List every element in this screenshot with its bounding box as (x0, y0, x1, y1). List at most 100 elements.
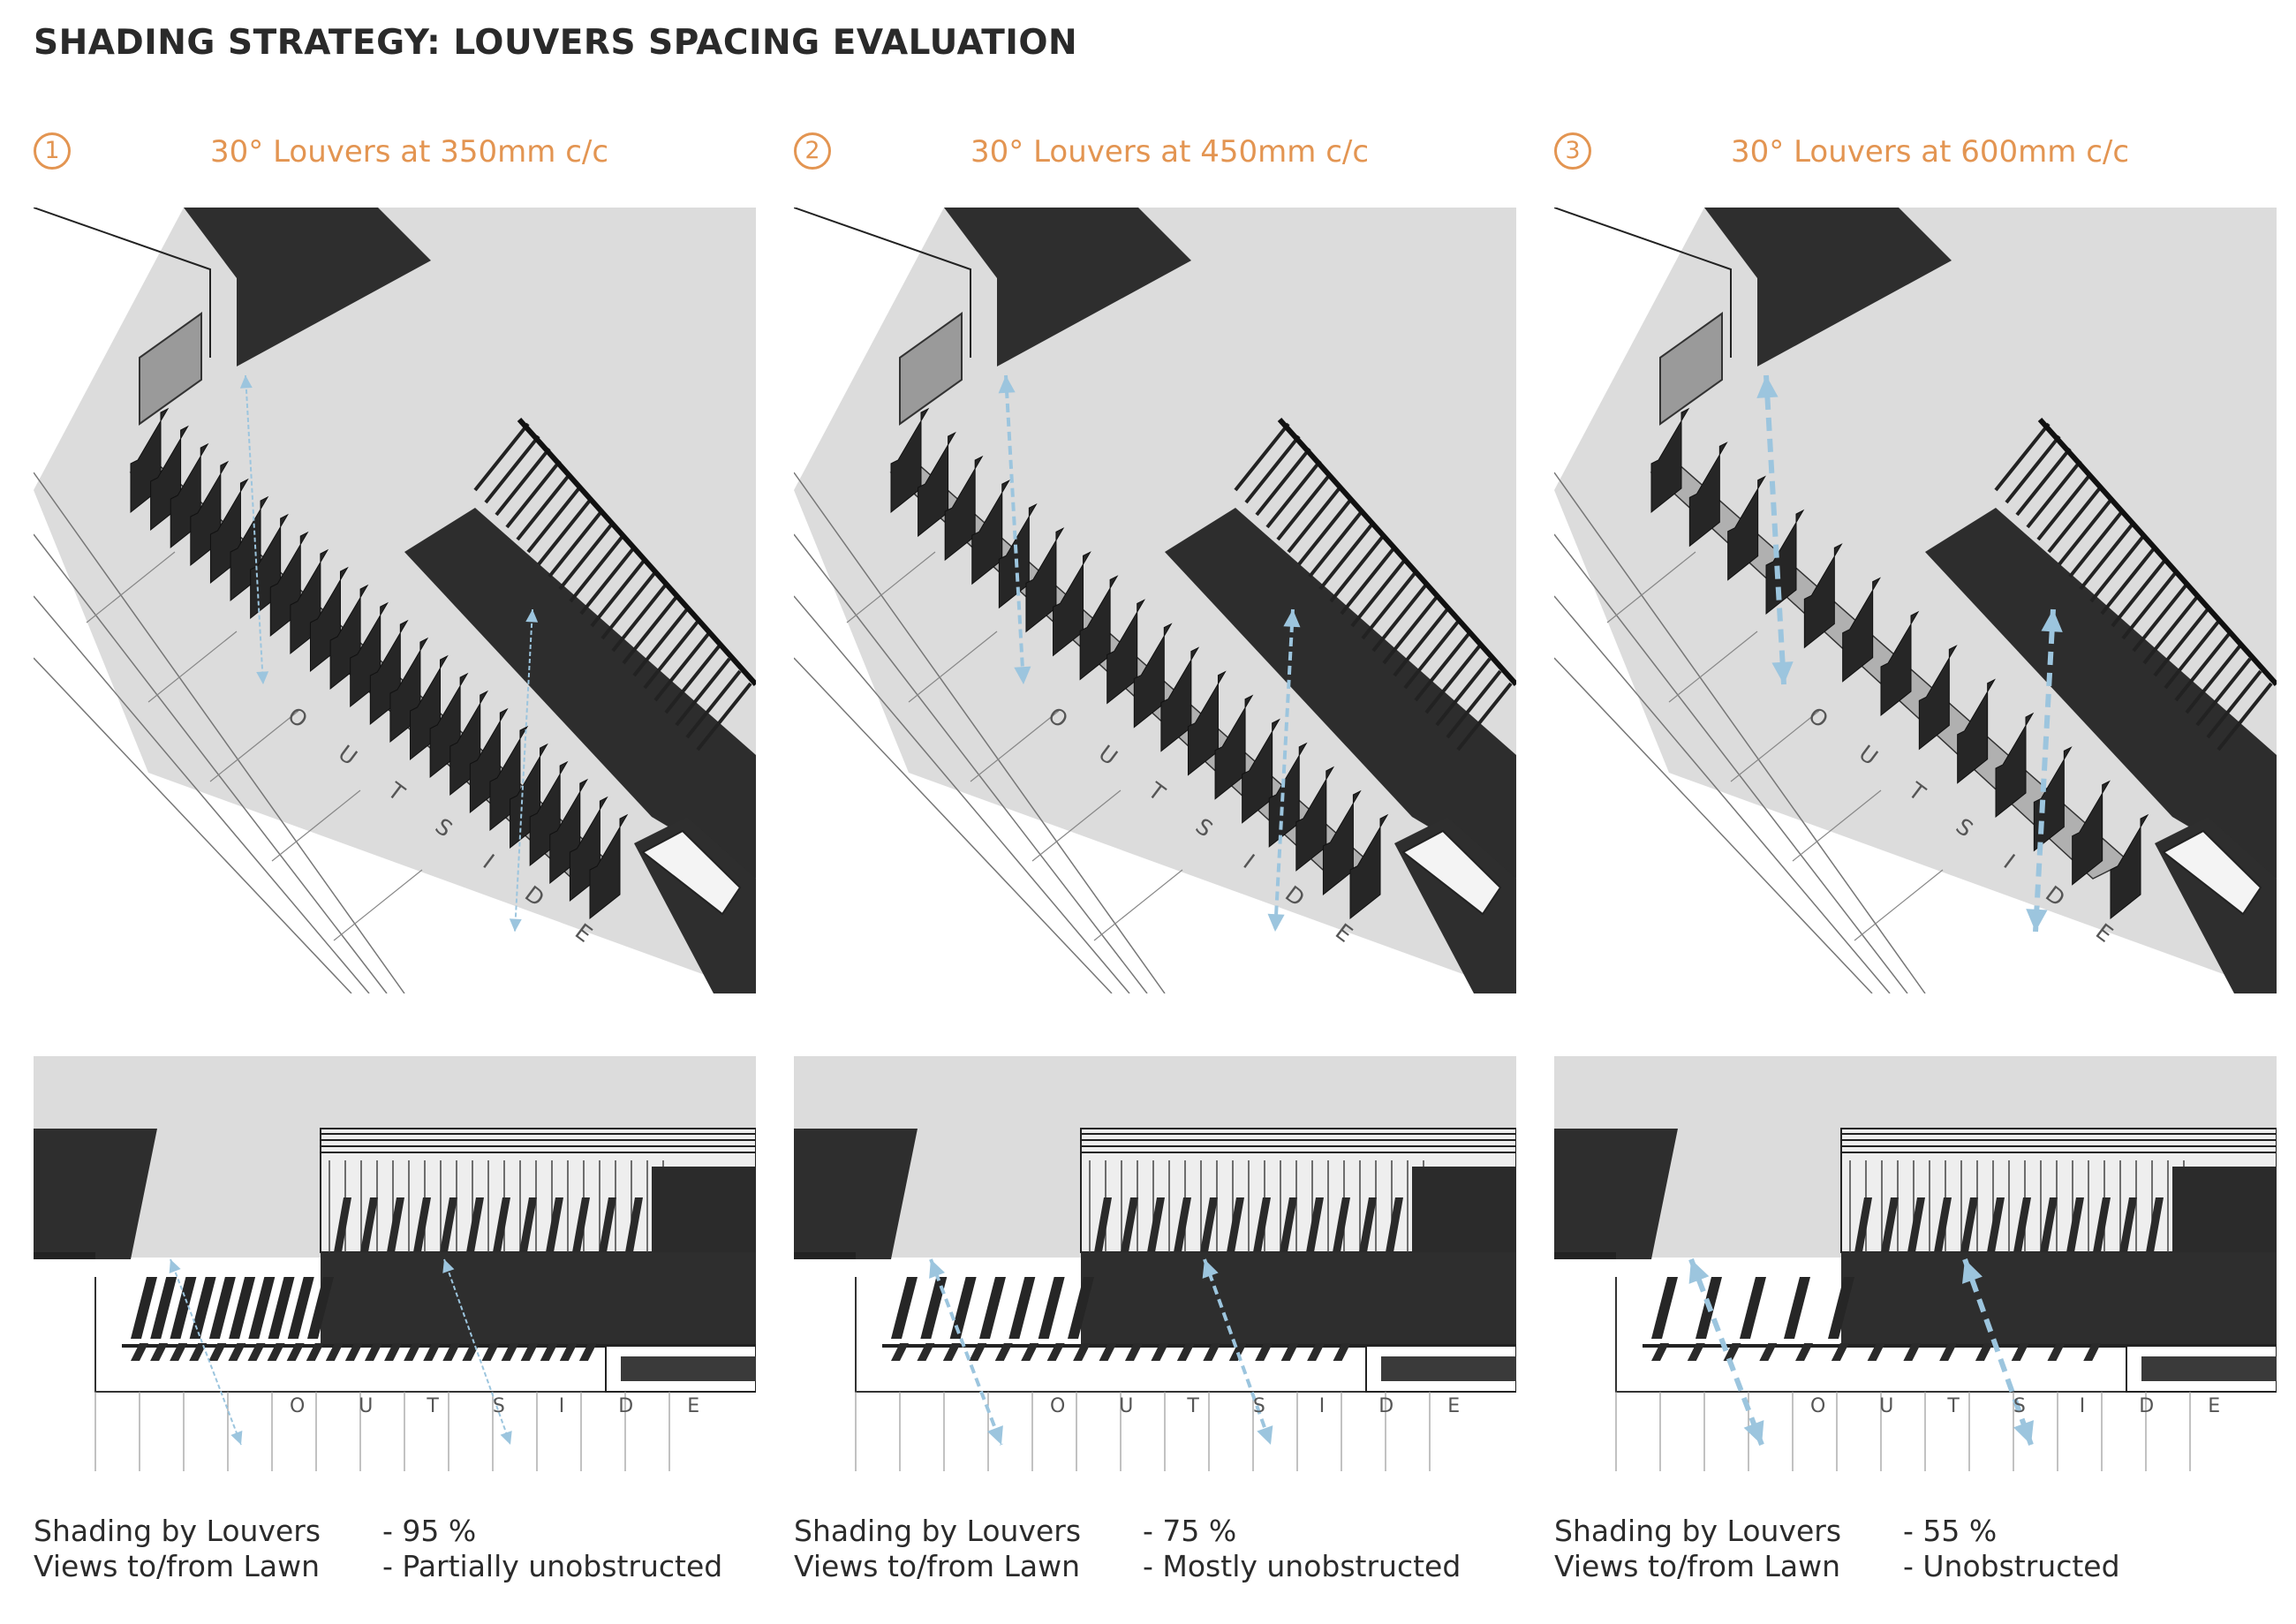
louver-blade (918, 431, 956, 538)
roof-edge (517, 418, 756, 686)
central-shadow-block (1925, 508, 2277, 879)
elevation-view: O U T S I D E (794, 1056, 1516, 1471)
louver-blade (1174, 1197, 1191, 1252)
shading-label: Shading by Louvers (1554, 1514, 1842, 1548)
louver-shadow (1151, 1343, 1169, 1361)
louver-blade (248, 1277, 276, 1339)
roof-slat (1340, 546, 1396, 616)
roof-slat (2142, 595, 2199, 665)
louver-shadow (267, 1343, 285, 1361)
left-wall-block (34, 1129, 157, 1259)
roof-slat (2153, 608, 2209, 677)
louver-blade (1881, 1197, 1899, 1252)
louver-blade (131, 1277, 157, 1339)
interior-floor (794, 208, 1516, 993)
paving-line (1730, 710, 1820, 782)
louver-blade (890, 407, 930, 514)
louver-blade (360, 1197, 378, 1252)
roof-slat (1382, 595, 1439, 665)
roof-slat (2185, 645, 2241, 714)
louver-shadow (1176, 1343, 1195, 1361)
louver-shadow (208, 1343, 227, 1361)
louver-blade (1740, 1277, 1766, 1339)
louver-shadow (501, 1343, 519, 1361)
roof-slat (537, 496, 593, 566)
window-frame (899, 312, 963, 426)
louver-blade (1987, 1197, 2005, 1252)
louver-blade (1068, 1277, 1094, 1339)
roof-slat (2132, 583, 2188, 653)
upper-wall-block (944, 208, 1191, 366)
roof-slat (1244, 434, 1301, 504)
view-line-arrow (1202, 1258, 1273, 1446)
roof-edge (2037, 418, 2277, 686)
lower-window-glass (641, 829, 742, 916)
site-boundary-line (794, 657, 1113, 993)
louver-blade (1121, 1197, 1138, 1252)
roof-slat (1403, 620, 1460, 690)
roof-slat (611, 583, 668, 653)
louver-blade (1651, 1277, 1678, 1339)
paving-line (1854, 869, 1944, 941)
louver-blade (2013, 1197, 2031, 1252)
elevation-view: O U T S I D E (34, 1056, 756, 1471)
roof-slat (558, 521, 615, 591)
louver-blade (1253, 1197, 1271, 1252)
option-column-3: 3 30° Louvers at 600mm c/c O U T S I D E… (1554, 0, 2278, 1624)
louver-blade (599, 1197, 616, 1252)
louver-blade (2066, 1197, 2084, 1252)
site-boundary-line (794, 533, 1148, 993)
louver-shadow (306, 1343, 324, 1361)
louver-blade (1828, 1277, 1854, 1339)
louver-blade (1079, 575, 1119, 681)
site-boundary-line (794, 595, 1130, 993)
roof-slat (516, 472, 572, 541)
roof-slat (2195, 657, 2252, 727)
roof-slat (1287, 484, 1343, 554)
louver-blade (307, 1277, 334, 1339)
louver-shadow (1203, 1343, 1221, 1361)
elevation-view: O U T S I D E (1554, 1056, 2277, 1471)
louver-blade (1803, 543, 1843, 649)
roof-slat (590, 558, 646, 628)
louver-shadow (559, 1343, 578, 1361)
louver-blade (519, 1197, 537, 1252)
louver-blade (1880, 610, 1920, 717)
louver-blade (1727, 475, 1766, 581)
central-shadow-block (1165, 508, 1516, 879)
louver-blade (1854, 1197, 1872, 1252)
louver-shadow (189, 1343, 208, 1361)
louver-shadow (1831, 1343, 1849, 1361)
roof-edge (1277, 418, 1516, 686)
roof-slat (1414, 632, 1470, 702)
option-heading: 30° Louvers at 600mm c/c (1731, 134, 2130, 170)
louver-shadow (578, 1343, 597, 1361)
roof-slat (1297, 496, 1354, 566)
roof-slat (2005, 434, 2061, 504)
left-sill (1554, 1252, 1616, 1259)
louver-blade (1008, 1277, 1036, 1339)
louver-shadow (2047, 1343, 2066, 1361)
louver-blade (1349, 813, 1389, 920)
roof-slat (2100, 546, 2156, 616)
louver-shadow (969, 1343, 987, 1361)
louver-shadow (1975, 1343, 1993, 1361)
louver-shadow (1021, 1343, 1039, 1361)
roof-slat (1308, 509, 1364, 578)
paving-line (1031, 789, 1122, 862)
roof-slat (1435, 657, 1492, 727)
louver-blade (1094, 1197, 1112, 1252)
louver-blade (1960, 1197, 1978, 1252)
louver-blade (1242, 718, 1280, 824)
central-shadow-block (404, 508, 756, 879)
louver-blade (1025, 527, 1065, 633)
roof-slat (653, 632, 710, 702)
louver-shadow (247, 1343, 266, 1361)
paving-line (209, 710, 299, 782)
page-title: SHADING STRATEGY: LOUVERS SPACING EVALUA… (34, 23, 1078, 63)
louver-blade (208, 1277, 236, 1339)
louver-shadow (1307, 1343, 1325, 1361)
roof-slat (685, 669, 742, 739)
lower-window-glass (1401, 829, 1502, 916)
louver-blade (334, 1197, 351, 1252)
